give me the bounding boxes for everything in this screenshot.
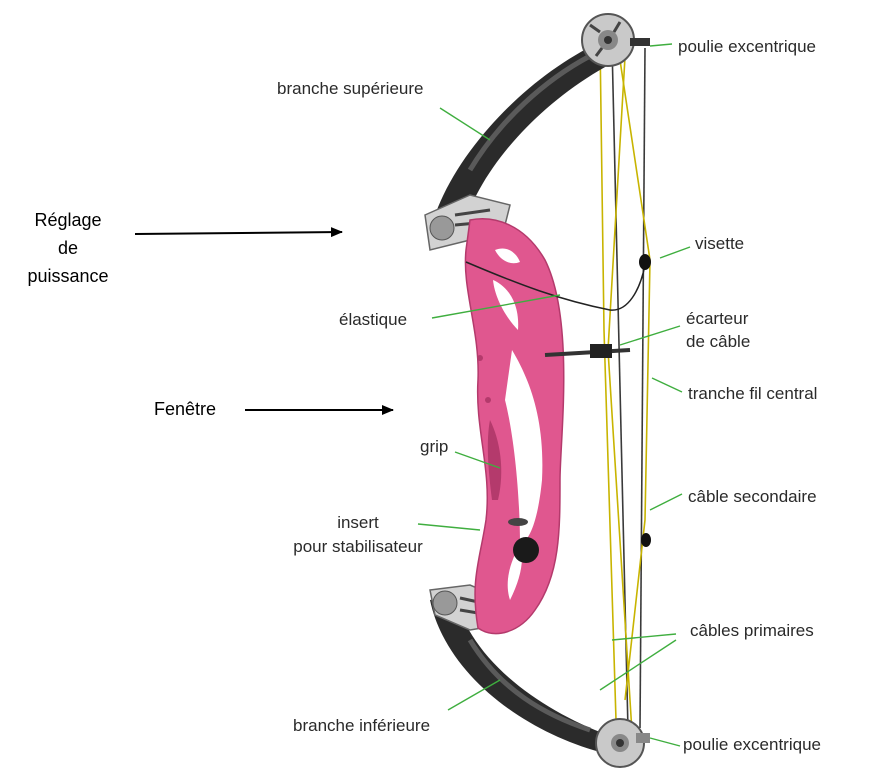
top-cam: [582, 14, 650, 66]
label-cable-secondaire: câble secondaire: [688, 486, 817, 508]
label-reglage-line3: puissance: [8, 265, 128, 287]
label-visette: visette: [695, 233, 744, 255]
label-poulie-excentrique-bottom: poulie excentrique: [683, 734, 821, 756]
string-nock: [641, 533, 651, 547]
label-tranche-fil-central: tranche fil central: [688, 383, 817, 405]
bottom-cam: [596, 719, 650, 767]
label-branche-superieure: branche supérieure: [277, 78, 423, 100]
label-ecarteur-line2: de câble: [686, 331, 750, 353]
label-insert-line2: pour stabilisateur: [268, 536, 448, 558]
reglage-arrow: [135, 232, 342, 234]
label-grip: grip: [420, 436, 448, 458]
label-insert-line1: insert: [268, 512, 448, 534]
label-elastique: élastique: [339, 309, 407, 331]
peep-sight: [639, 254, 651, 270]
label-branche-inferieure: branche inférieure: [293, 715, 430, 737]
label-fenetre: Fenêtre: [154, 398, 216, 420]
label-poulie-excentrique-top: poulie excentrique: [678, 36, 816, 58]
label-reglage-line2: de: [8, 237, 128, 259]
label-ecarteur-line1: écarteur: [686, 308, 748, 330]
bowstring: [612, 45, 645, 730]
label-cables-primaires: câbles primaires: [690, 620, 814, 642]
label-reglage-line1: Réglage: [8, 209, 128, 231]
